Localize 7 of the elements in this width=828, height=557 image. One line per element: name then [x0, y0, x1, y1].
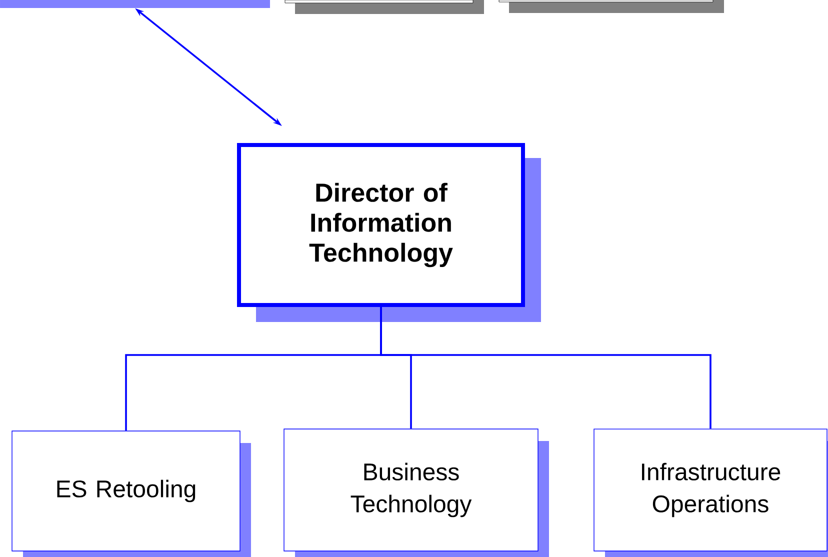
department-box: Business Technology [284, 428, 549, 557]
box [498, 0, 724, 13]
director-box: Director of Information Technology [237, 143, 541, 322]
department-box: ES Retooling [12, 430, 251, 557]
department-box: Infrastructure Operations [594, 428, 828, 557]
box [0, 0, 270, 8]
box [284, 0, 484, 14]
